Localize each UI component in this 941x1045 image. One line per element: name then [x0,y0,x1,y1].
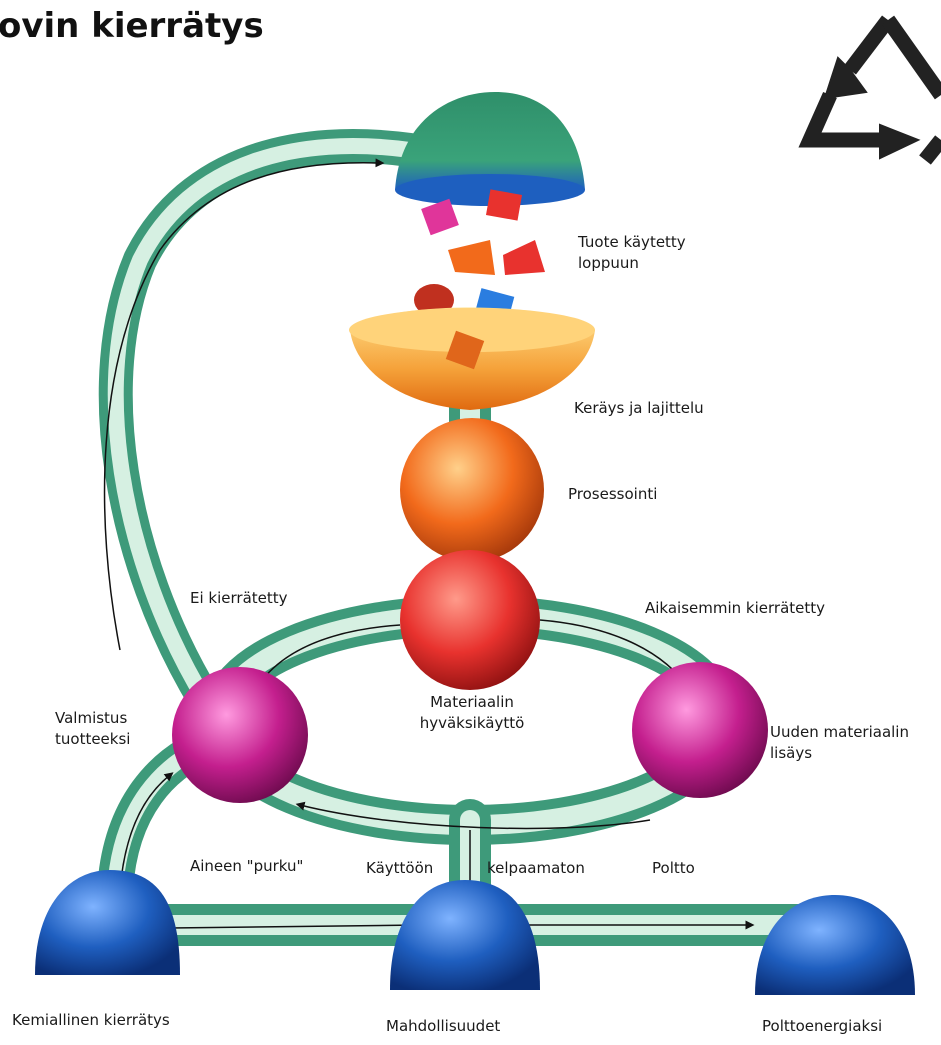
possibilities-dome [390,880,540,990]
label-collection: Keräys ja lajittelu [574,398,704,419]
label-new-material: Uuden materiaalin lisäys [770,722,909,764]
label-unusable-a: Käyttöön [366,858,433,879]
label-incineration: Poltto [652,858,695,879]
label-possibilities: Mahdollisuudet [386,1016,500,1037]
label-product-used: Tuote käytetty loppuun [578,232,686,274]
label-decomposition: Aineen "purku" [190,856,303,877]
label-processing: Prosessointi [568,484,657,505]
chemical-dome [35,870,180,975]
label-material-utilization: Materiaalin hyväksikäyttö [392,692,552,734]
label-energy: Polttoenergiaksi [762,1016,882,1037]
label-not-recycled: Ei kierrätetty [190,588,288,609]
page-title: ovin kierrätys [0,6,264,46]
label-chemical-recycling: Kemiallinen kierrätys [12,1010,170,1031]
top-dome [395,92,585,206]
label-previously-recycled: Aikaisemmin kierrätetty [645,598,825,619]
new-material-ball [632,662,768,798]
material-ball [400,550,540,690]
recycling-symbol-icon [810,20,941,160]
funnel [349,308,595,411]
processing-ball [400,418,544,562]
label-unusable-b: kelpaamaton [487,858,585,879]
manufacturing-ball [172,667,308,803]
label-manufacturing: Valmistus tuotteeksi [55,708,130,750]
fragments [414,189,545,325]
